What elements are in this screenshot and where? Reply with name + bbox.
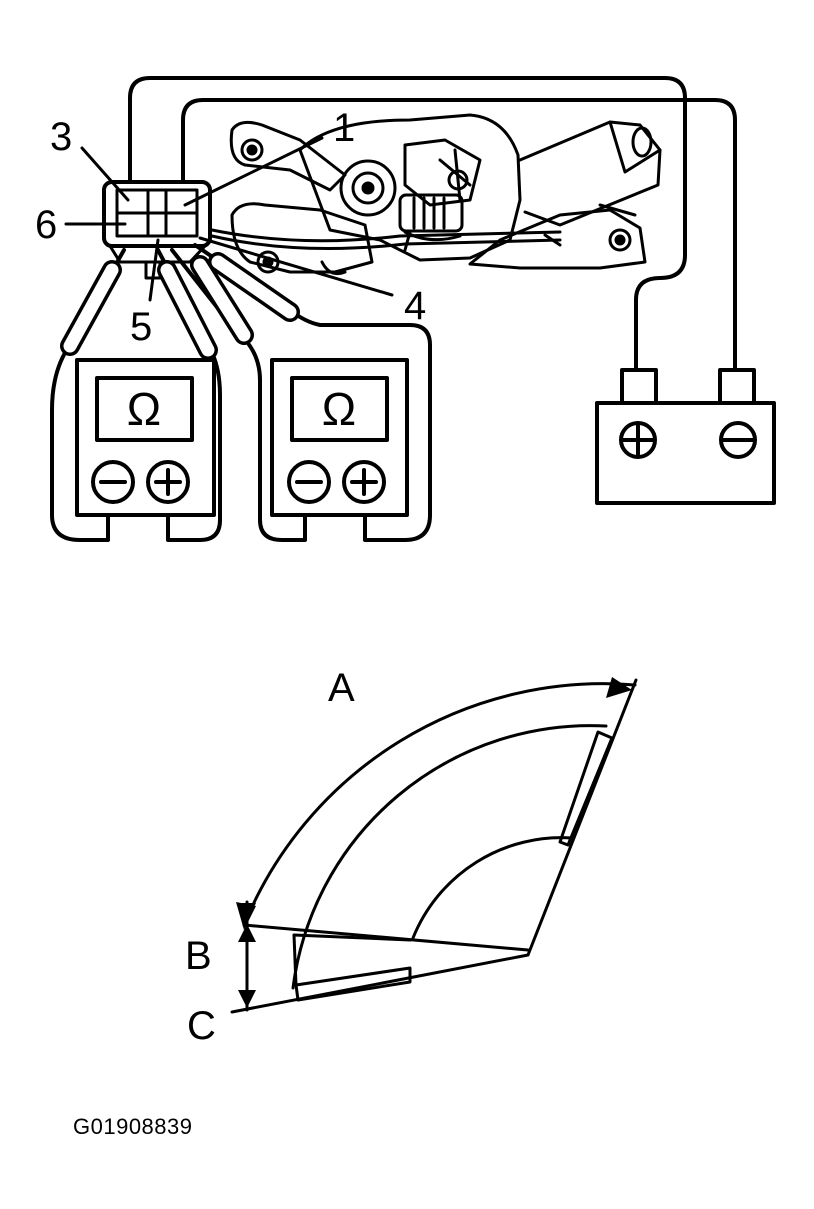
callout-5: 5: [130, 305, 153, 349]
ohmmeter-1-display: [95, 376, 194, 442]
leader-5: [148, 238, 160, 302]
figure-code: G01908839: [73, 1114, 193, 1139]
battery-body: [595, 401, 776, 505]
leader-4: [198, 236, 394, 297]
ohmmeter-2-display: [290, 376, 389, 442]
leader-1: [183, 136, 324, 207]
callout-3: 3: [50, 115, 73, 159]
blade-lower: [294, 966, 412, 1002]
label-c: C: [187, 1004, 216, 1048]
battery-lead-inner: [181, 98, 737, 372]
leader-3: [80, 146, 130, 202]
callout-6: 6: [35, 203, 58, 247]
label-a: A: [328, 666, 355, 710]
sweep-arc-a: [242, 682, 637, 927]
ohmmeter-1-omega: Ω: [126, 383, 162, 435]
arrow-a-right: [606, 677, 632, 698]
meter2-pos-lead: [193, 243, 432, 542]
battery-terminal-positive: [620, 368, 658, 405]
ohmmeter-2-omega: Ω: [321, 383, 357, 435]
label-b: B: [185, 934, 212, 978]
arrow-b-top-inner: [238, 924, 256, 942]
sweep-angle-diagram: [230, 678, 638, 1014]
arrow-b-down: [238, 990, 256, 1008]
battery-terminal-negative: [718, 368, 756, 405]
meter1-neg-lead: [50, 248, 126, 542]
blade-outer: [558, 730, 614, 847]
arrow-b-up: [238, 903, 256, 922]
callout-4: 4: [404, 284, 427, 328]
wiper-motor-assembly: [210, 113, 662, 276]
callout-1: 1: [333, 106, 356, 150]
